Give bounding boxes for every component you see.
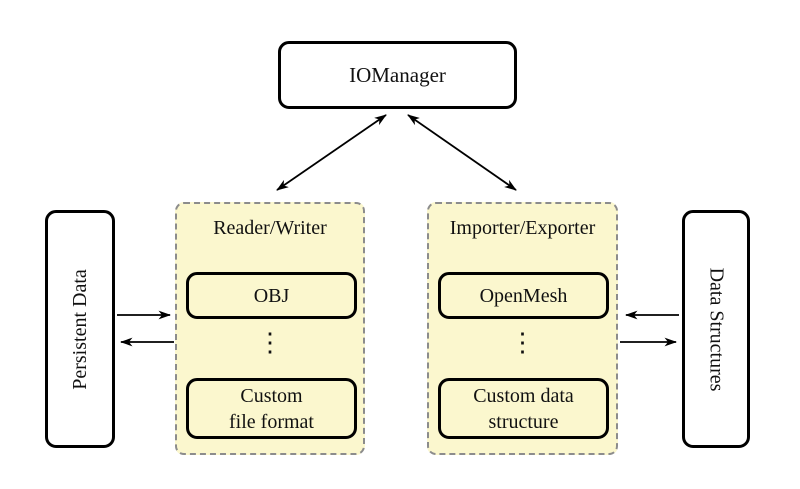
node-custom-data-structure-line2: structure [488,410,559,433]
node-persistent-data: Persistent Data [45,210,115,448]
arrow-iomanager-importerexporter [407,114,517,191]
node-data-structures-label: Data Structures [705,267,728,391]
node-custom-file-format-line2: file format [229,410,314,433]
arrow-iomanager-readerwriter [276,114,387,191]
ellipsis-left: ⋮ [257,328,283,357]
group-importer-exporter-header: Importer/Exporter [449,217,596,239]
node-obj: OBJ [186,272,357,319]
group-importer-exporter: Importer/Exporter OpenMesh ⋮ Custom data… [427,202,618,455]
node-custom-file-format: Custom file format [186,378,357,439]
node-custom-data-structure: Custom data structure [438,378,609,439]
group-reader-writer-header: Reader/Writer [213,217,327,239]
node-iomanager: IOManager [278,41,517,109]
group-reader-writer: Reader/Writer OBJ ⋮ Custom file format [175,202,365,455]
ellipsis-right: ⋮ [509,328,536,357]
node-obj-label: OBJ [253,284,290,307]
node-openmesh-label: OpenMesh [479,284,568,307]
node-custom-file-format-line1: Custom [240,384,303,407]
node-iomanager-label: IOManager [349,62,446,87]
node-custom-data-structure-line1: Custom data [473,384,574,407]
node-data-structures: Data Structures [682,210,750,448]
node-persistent-data-label: Persistent Data [68,268,91,390]
node-openmesh: OpenMesh [438,272,609,319]
